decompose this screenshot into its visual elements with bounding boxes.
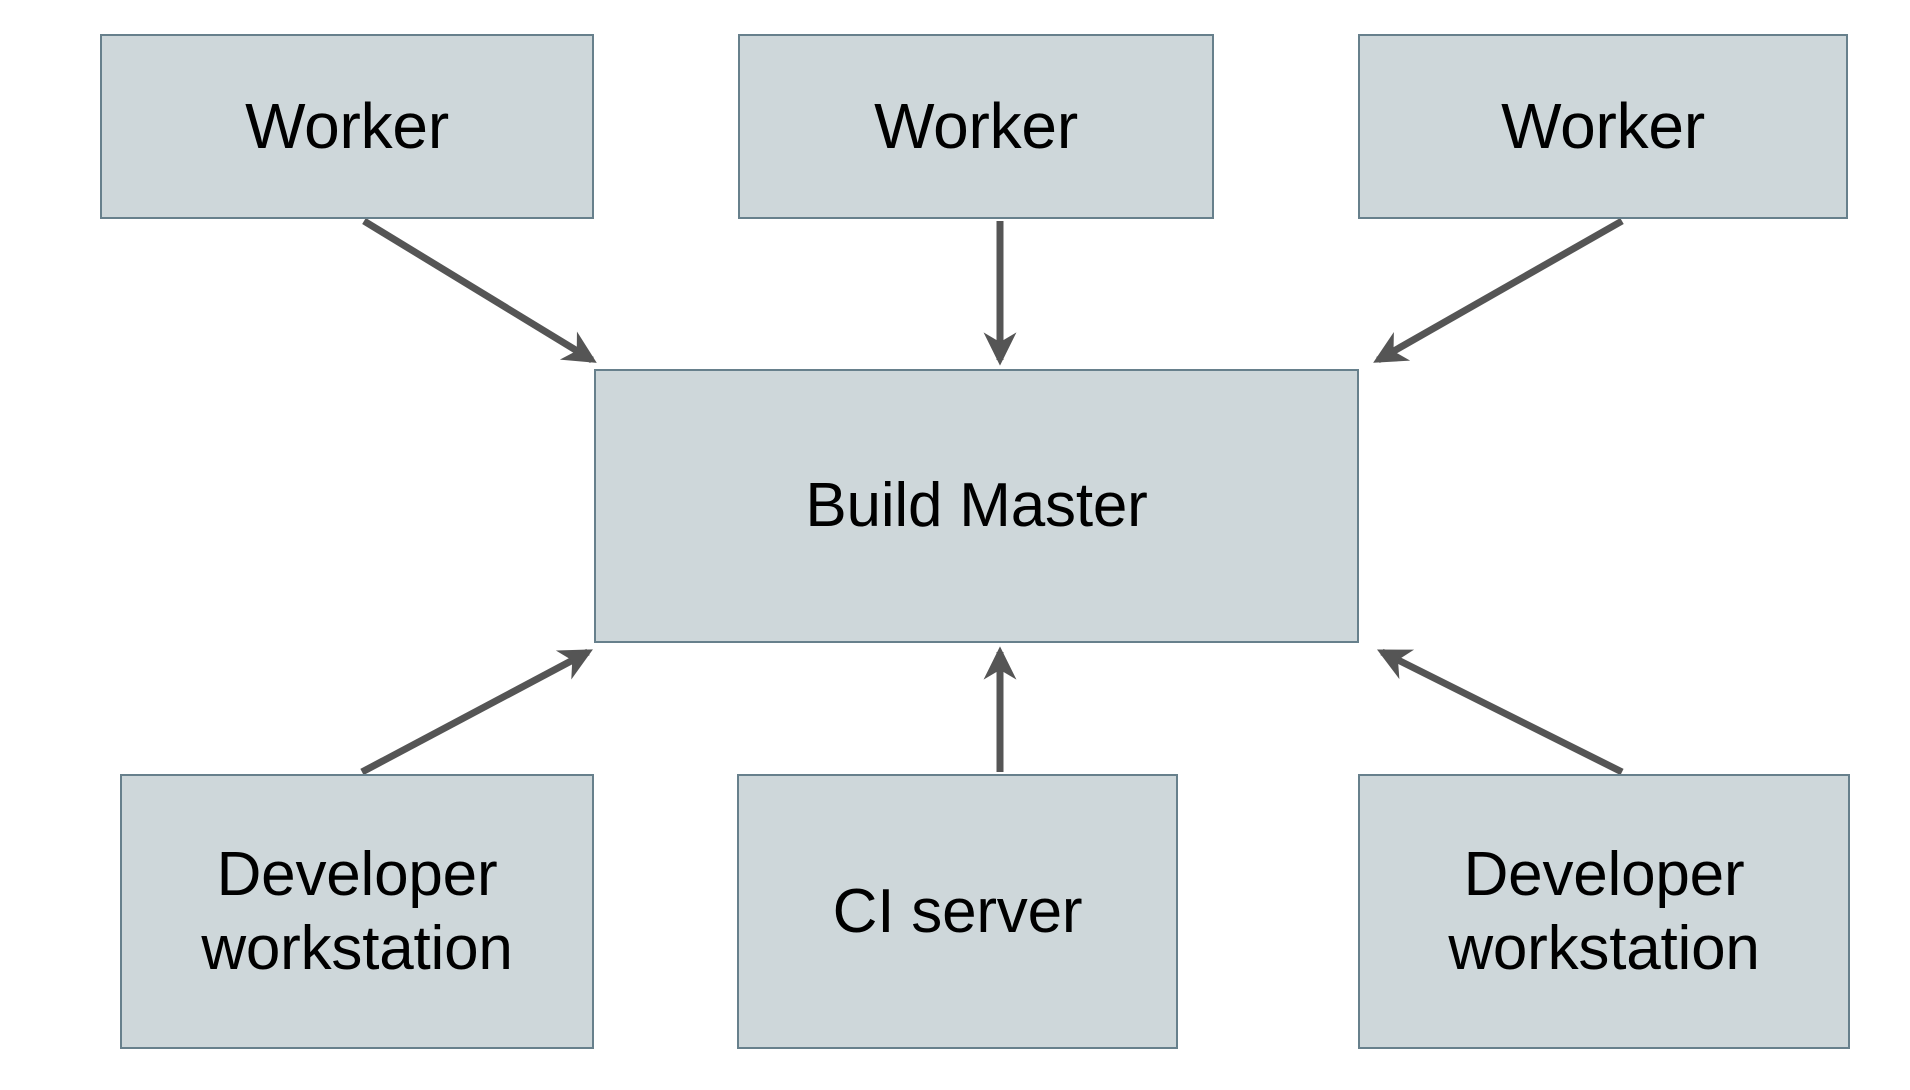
edge-worker-1-master xyxy=(362,218,597,363)
node-label: Developer workstation xyxy=(201,840,513,983)
node-worker-1[interactable]: Worker xyxy=(100,34,594,219)
node-label: Developer workstation xyxy=(1448,840,1760,983)
node-build-master[interactable]: Build Master xyxy=(594,369,1359,643)
node-developer-workstation-right[interactable]: Developer workstation xyxy=(1358,774,1850,1049)
edge-devws-1-master xyxy=(360,648,593,776)
node-label: Worker xyxy=(1501,89,1705,162)
edge-devws-2-master xyxy=(1376,648,1624,776)
node-developer-workstation-left[interactable]: Developer workstation xyxy=(120,774,594,1049)
node-label: Worker xyxy=(874,89,1078,162)
node-label: CI server xyxy=(832,876,1083,946)
node-label: Build Master xyxy=(805,471,1148,541)
node-ci-server[interactable]: CI server xyxy=(737,774,1178,1049)
node-worker-2[interactable]: Worker xyxy=(738,34,1214,219)
node-label: Worker xyxy=(245,89,449,162)
edge-worker-3-master xyxy=(1373,217,1624,364)
node-worker-3[interactable]: Worker xyxy=(1358,34,1848,219)
